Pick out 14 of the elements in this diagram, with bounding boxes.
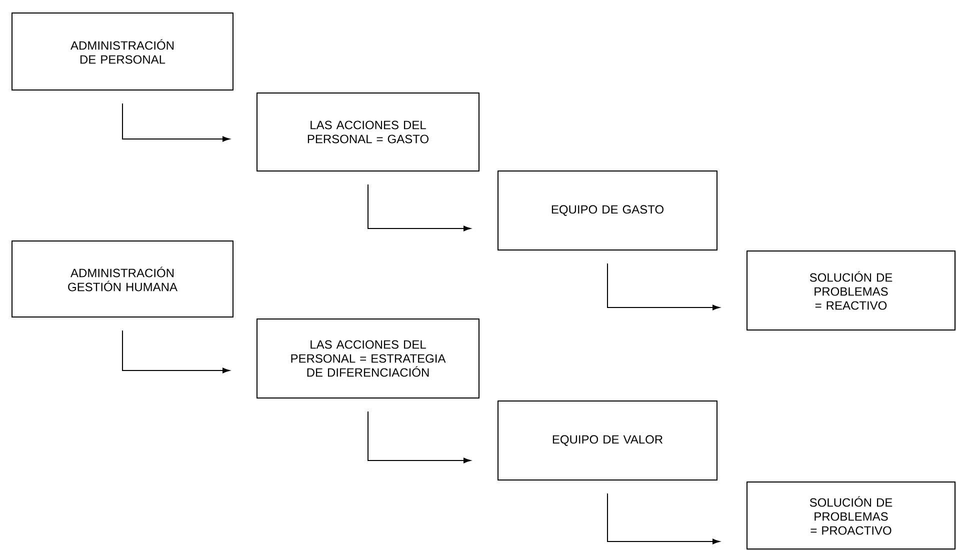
arrow	[368, 411, 471, 464]
arrow	[368, 184, 471, 232]
process-box: LAS ACCIONES DEL PERSONAL = ESTRATEGIA DE DIFERENCIACIÓN	[256, 318, 480, 398]
arrow	[607, 263, 720, 310]
process-box: LAS ACCIONES DEL PERSONAL = GASTO	[256, 92, 480, 172]
process-box: EQUIPO DE VALOR	[498, 400, 718, 480]
process-box: SOLUCIÓN DE PROBLEMAS = REACTIVO	[746, 250, 956, 330]
process-box: ADMINISTRACIÓN GESTIÓN HUMANA	[12, 240, 234, 318]
process-box: EQUIPO DE GASTO	[498, 170, 718, 250]
arrow	[607, 493, 720, 544]
process-box: SOLUCIÓN DE PROBLEMAS = PROACTIVO	[746, 482, 956, 550]
arrow	[122, 330, 230, 374]
arrow	[122, 103, 230, 142]
process-box: ADMINISTRACIÓN DE PERSONAL	[12, 12, 234, 90]
